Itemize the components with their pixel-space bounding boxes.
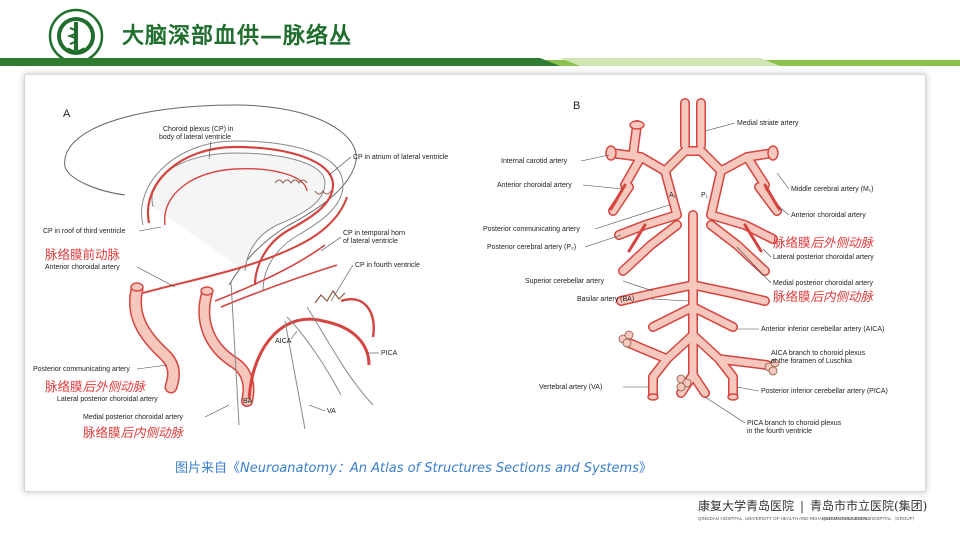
panel-b: B Medial striate artery Internal carotid… (483, 98, 888, 435)
annotation-posteromedial-a: 脉络膜后内侧动脉 (83, 425, 185, 440)
label-medial-posterior-choroidal-a: Medial posterior choroidal artery (83, 414, 183, 421)
label-middle-cerebral: Middle cerebral artery (M₁) (791, 186, 874, 193)
panel-a: A Choroid plexus (CP (33, 104, 448, 440)
header-divider (0, 58, 960, 66)
panel-b-letter: B (573, 100, 580, 112)
annotation-posteromedial-b: 脉络膜后内侧动脉 (773, 289, 875, 304)
lateral-ventricle (151, 152, 326, 272)
label-aica-b: Anterior inferior cerebellar artery (AIC… (761, 326, 884, 333)
label-pica-a: PICA (381, 350, 398, 357)
label-cp-fourth: CP in fourth ventricle (355, 262, 420, 269)
pica-loop (247, 317, 371, 400)
label-cp-third: CP in roof of third ventricle (43, 228, 125, 235)
label-superior-cerebellar: Superior cerebellar artery (525, 278, 604, 285)
label-aica-branch-line2: at the foramen of Luschka (771, 358, 852, 365)
label-anterior-choroidal-right: Anterior choroidal artery (791, 212, 866, 219)
label-lateral-posterior-choroidal-a: Lateral posterior choroidal artery (57, 396, 158, 403)
label-pica-branch-line1: PICA branch to choroid plexus (747, 420, 842, 427)
label-anterior-choroidal-left: Anterior choroidal artery (497, 182, 572, 189)
anterior-choroidal-artery (142, 196, 348, 294)
footer-hospital-en: QINGDAO MUNICIPAL HOSPITAL（GROUP） (822, 516, 917, 521)
annotation-anterior-choroidal-cn: 脉络膜前动脉 (45, 247, 121, 262)
label-basilar: Basilar artery (BA) (577, 296, 634, 303)
figure-caption: 图片来自《Neuroanatomy：An Atlas of Structures… (175, 461, 652, 476)
label-ba: BA (243, 398, 253, 405)
label-cp-body-line2: body of lateral ventricle (159, 134, 231, 141)
label-posterior-cerebral: Posterior cerebral artery (P₂) (487, 244, 576, 251)
label-cp-temporal-line2: of lateral ventricle (343, 238, 398, 245)
anatomy-figure: A Choroid plexus (CP (24, 74, 926, 492)
label-cp-temporal-line1: CP in temporal horn (343, 230, 405, 237)
brain-outline (64, 104, 357, 286)
label-cp-body-line1: Choroid plexus (CP) in (163, 126, 234, 133)
page-title: 大脑深部血供—脉络丛 (122, 24, 353, 49)
label-posterior-communicating-a: Posterior communicating artery (33, 366, 130, 373)
hospital-emblem-icon (48, 8, 104, 64)
panel-a-letter: A (63, 108, 71, 120)
footer-university-name: 康复大学青岛医院 (698, 498, 794, 513)
label-cp-atrium: CP in atrium of lateral ventricle (353, 154, 448, 161)
footer-hospital-name: 青岛市市立医院(集团) (810, 498, 927, 513)
label-medial-posterior-choroidal-b: Medial posterior choroidal artery (773, 280, 873, 287)
label-anterior-choroidal: Anterior choroidal artery (45, 264, 120, 271)
label-aica-branch-line1: AICA branch to choroid plexus (771, 350, 866, 357)
footer-university-en: QINGDAO HOSPITAL, UNIVERSITY OF HEALTH A… (698, 516, 870, 521)
choroid-plexus-red (146, 145, 335, 286)
label-a1: A₁ (669, 192, 677, 199)
label-pica-branch-line2: in the fourth ventricle (747, 428, 812, 435)
annotation-posterolateral-a: 脉络膜后外侧动脉 (45, 379, 147, 394)
label-va: VA (327, 408, 336, 415)
footer-separator: | (800, 499, 804, 513)
label-pica-b: Posterior inferior cerebellar artery (PI… (761, 388, 888, 395)
annotation-posterolateral-b: 脉络膜后外侧动脉 (773, 235, 875, 250)
label-vertebral: Vertebral artery (VA) (539, 384, 602, 391)
plexus-tufts (618, 330, 780, 392)
label-aica-a: AICA (275, 338, 292, 345)
label-medial-striate: Medial striate artery (737, 120, 799, 127)
label-posterior-communicating-b: Posterior communicating artery (483, 226, 580, 233)
label-internal-carotid: Internal carotid artery (501, 158, 568, 165)
label-p1: P₁ (701, 192, 709, 199)
footer-hospital-logo: 康复大学青岛医院 | 青岛市市立医院(集团) QINGDAO HOSPITAL,… (698, 498, 927, 521)
label-lateral-posterior-choroidal-b: Lateral posterior choroidal artery (773, 254, 874, 261)
